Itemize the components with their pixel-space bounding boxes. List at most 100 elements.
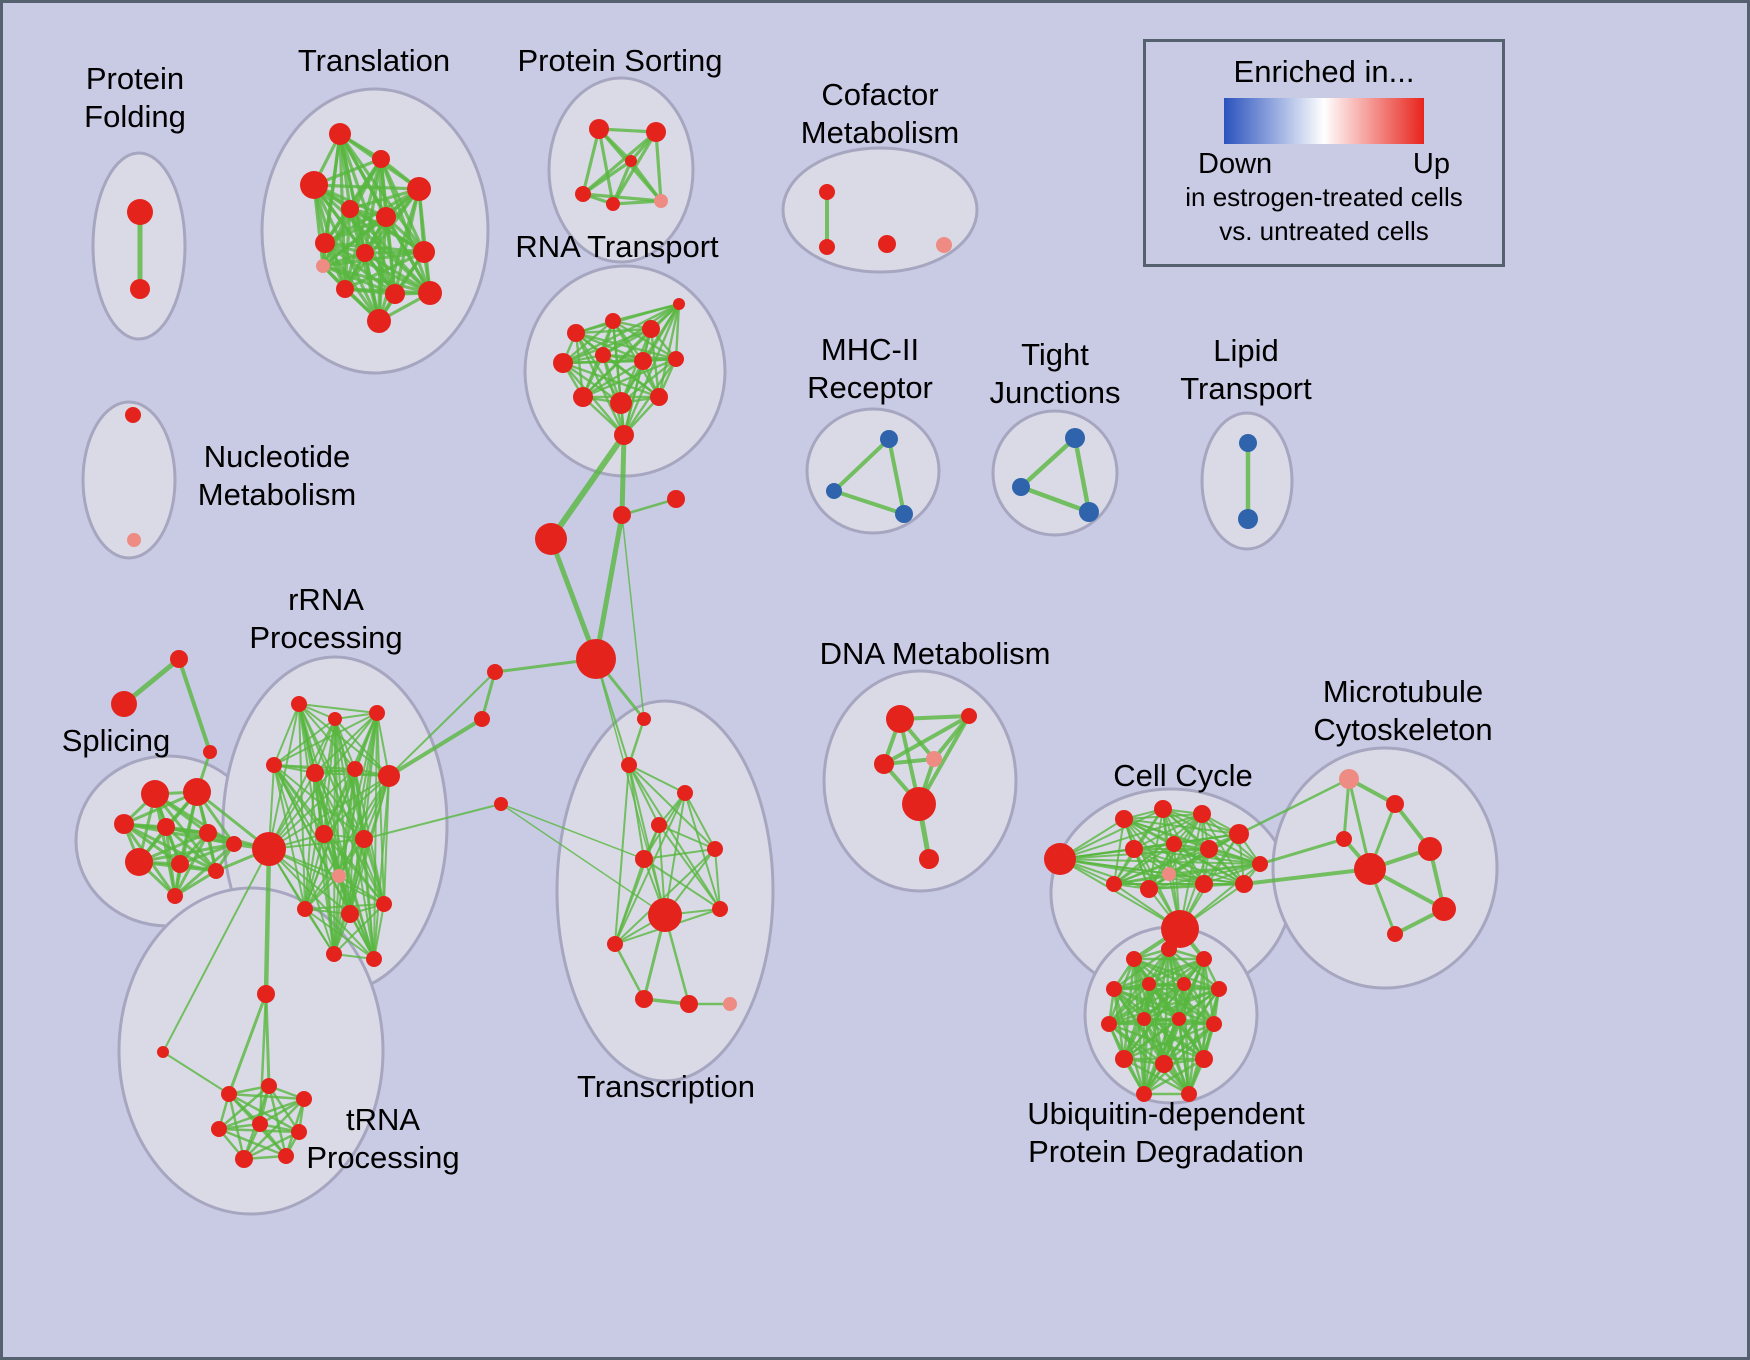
network-node <box>961 708 977 724</box>
cluster-ellipse-mhc_ii_receptor <box>805 407 941 535</box>
network-node <box>1115 1050 1133 1068</box>
network-node <box>1161 910 1199 948</box>
network-node <box>157 1046 169 1058</box>
network-edge <box>1133 813 1203 850</box>
network-node <box>712 901 728 917</box>
network-edge <box>614 858 645 945</box>
network-edge <box>882 714 971 766</box>
cluster-ellipse-tight_junctions <box>991 409 1119 537</box>
network-edge <box>304 772 316 910</box>
network-node <box>413 241 435 263</box>
network-edge <box>581 302 681 399</box>
legend-down-label: Down <box>1198 148 1273 180</box>
network-edge <box>595 658 666 916</box>
network-node <box>1162 867 1176 881</box>
network-node <box>878 235 896 253</box>
network-node <box>1177 977 1191 991</box>
network-node <box>1193 805 1211 823</box>
network-edge <box>268 848 375 960</box>
network-node <box>668 351 684 367</box>
network-node <box>1387 926 1403 942</box>
network-node <box>291 696 307 712</box>
network-edge <box>628 764 686 794</box>
network-edge <box>323 775 390 835</box>
network-node <box>474 711 490 727</box>
network-edge <box>548 432 627 542</box>
network-node <box>347 761 363 777</box>
cluster-ellipse-trna_processing <box>117 886 385 1216</box>
cluster-ellipse-cofactor_metabolism <box>781 146 979 274</box>
network-edge <box>379 157 432 295</box>
network-node <box>819 239 835 255</box>
network-node <box>1154 800 1172 818</box>
network-edge <box>1113 863 1261 885</box>
network-node <box>291 1124 307 1140</box>
network-edge <box>654 130 663 203</box>
network-node <box>680 995 698 1013</box>
network-node <box>257 985 275 1003</box>
network-edge <box>162 1051 230 1095</box>
network-nodes <box>111 119 1456 1168</box>
network-edge <box>137 842 236 864</box>
network-node <box>575 186 591 202</box>
network-edge <box>627 717 646 767</box>
network-edge <box>1242 867 1372 886</box>
network-edge <box>621 514 645 720</box>
network-node <box>376 896 392 912</box>
network-edge <box>887 437 906 516</box>
network-node <box>1195 875 1213 893</box>
network-node <box>1235 875 1253 893</box>
network-edge <box>611 302 681 323</box>
network-node <box>1106 981 1122 997</box>
network-edge <box>267 1084 288 1158</box>
cluster-label-transcription: Transcription <box>577 1069 755 1104</box>
network-edge <box>1018 435 1078 490</box>
network-node <box>329 123 351 145</box>
network-edge <box>613 942 646 1001</box>
network-node <box>1172 1012 1186 1026</box>
network-edge <box>1122 1022 1216 1061</box>
network-node <box>1339 769 1359 789</box>
network-edge <box>614 764 630 945</box>
network-edge <box>684 792 716 850</box>
cluster-label-cell_cycle: Cell Cycle <box>1113 758 1253 793</box>
network-edge <box>1258 837 1346 866</box>
network-node <box>642 320 660 338</box>
network-edge <box>1142 982 1186 1021</box>
network-edge <box>1142 987 1221 1021</box>
network-edge <box>321 250 426 268</box>
network-edge <box>1107 987 1221 1026</box>
network-edge <box>263 846 272 997</box>
network-edge <box>658 824 716 850</box>
network-edge <box>628 764 716 850</box>
network-node <box>646 122 666 142</box>
network-edge <box>629 159 663 203</box>
network-node <box>886 705 914 733</box>
network-node <box>634 352 652 370</box>
network-edge <box>304 908 375 960</box>
network-edge <box>363 838 385 905</box>
network-edge <box>1072 435 1092 515</box>
network-edge <box>561 319 615 365</box>
network-node <box>1229 824 1249 844</box>
network-node <box>385 284 405 304</box>
network-node <box>1336 831 1352 847</box>
network-edge <box>1177 1017 1191 1096</box>
network-node <box>296 1091 312 1107</box>
cluster-label-translation: Translation <box>298 43 450 78</box>
network-node <box>637 712 651 726</box>
network-node <box>315 233 335 253</box>
network-edge <box>597 127 615 206</box>
network-node <box>266 757 282 773</box>
network-edge <box>349 712 378 915</box>
network-node <box>573 387 593 407</box>
network-edge <box>1107 982 1151 1026</box>
network-node <box>613 506 631 524</box>
network-node <box>919 849 939 869</box>
network-edge <box>581 159 633 196</box>
network-edge <box>1112 947 1171 991</box>
